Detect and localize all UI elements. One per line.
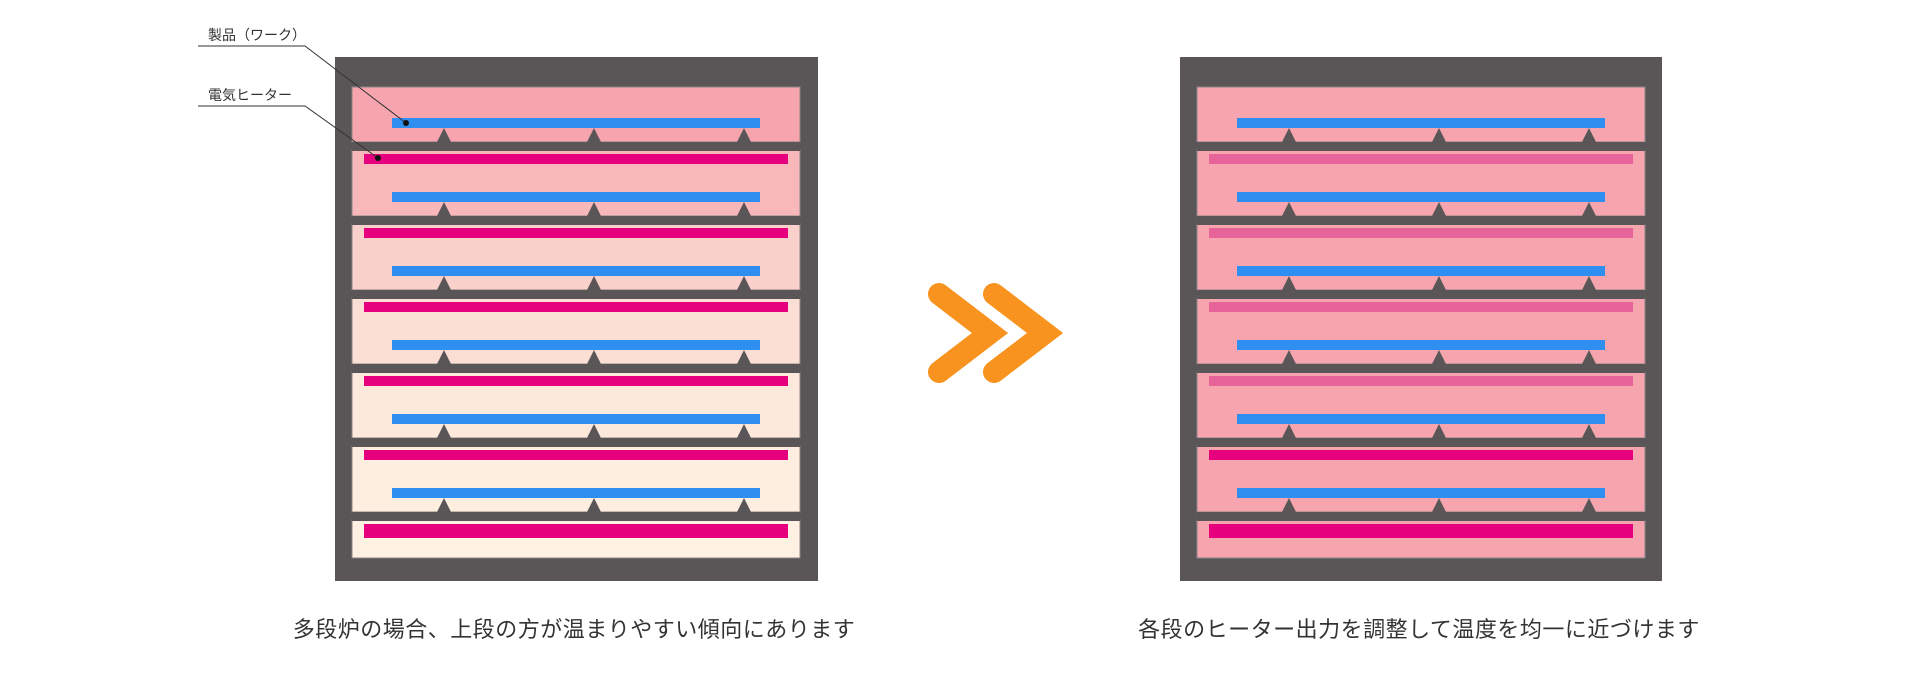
- left-support-1-3: [737, 128, 751, 142]
- right-support-1-3: [1582, 128, 1596, 142]
- right-shelf-6: [1197, 512, 1645, 521]
- left-support-6-3: [737, 498, 751, 512]
- left-shelf-5: [352, 438, 800, 447]
- product-leader-dot: [403, 120, 409, 126]
- left-product-5: [392, 414, 760, 424]
- left-support-2-3: [737, 202, 751, 216]
- caption-left: 多段炉の場合、上段の方が温まりやすい傾向にあります: [292, 618, 856, 643]
- right-support-3-2: [1432, 276, 1446, 290]
- right-support-1-2: [1432, 128, 1446, 142]
- right-shelf-1: [1197, 142, 1645, 151]
- left-heater-4: [364, 376, 788, 386]
- left-support-2-1: [437, 202, 451, 216]
- right-support-5-2: [1432, 424, 1446, 438]
- left-support-3-1: [437, 276, 451, 290]
- left-support-4-2: [587, 350, 601, 364]
- right-heater-7: [1209, 528, 1633, 538]
- right-heater-2: [1209, 228, 1633, 238]
- right-support-6-3: [1582, 498, 1596, 512]
- right-shelf-2: [1197, 216, 1645, 225]
- product-label: 製品（ワーク）: [208, 28, 306, 44]
- right-shelf-4: [1197, 364, 1645, 373]
- left-heater-1: [364, 154, 788, 164]
- double-chevron-arrow-icon: [928, 283, 1064, 383]
- caption-right: 各段のヒーター出力を調整して温度を均一に近づけます: [1138, 618, 1700, 643]
- left-zone-1: [351, 86, 801, 143]
- right-support-2-1: [1282, 202, 1296, 216]
- left-product-2: [392, 192, 760, 202]
- chevron-1: [928, 283, 1009, 383]
- right-product-3: [1237, 266, 1605, 276]
- left-support-4-3: [737, 350, 751, 364]
- left-support-5-3: [737, 424, 751, 438]
- left-support-1-1: [437, 128, 451, 142]
- right-support-4-3: [1582, 350, 1596, 364]
- left-shelf-1: [352, 142, 800, 151]
- left-product-6: [392, 488, 760, 498]
- left-support-3-2: [587, 276, 601, 290]
- left-shelf-2: [352, 216, 800, 225]
- left-heater-2: [364, 228, 788, 238]
- left-shelf-6: [352, 512, 800, 521]
- right-support-4-1: [1282, 350, 1296, 364]
- right-product-5: [1237, 414, 1605, 424]
- left-product-3: [392, 266, 760, 276]
- right-product-6: [1237, 488, 1605, 498]
- right-support-3-1: [1282, 276, 1296, 290]
- left-support-6-2: [587, 498, 601, 512]
- right-support-4-2: [1432, 350, 1446, 364]
- left-support-5-1: [437, 424, 451, 438]
- right-support-6-2: [1432, 498, 1446, 512]
- left-support-6-1: [437, 498, 451, 512]
- left-shelf-4: [352, 364, 800, 373]
- right-zone-1: [1196, 86, 1646, 143]
- right-heater-1: [1209, 154, 1633, 164]
- label-heater: 電気ヒーター: [198, 88, 381, 161]
- right-heater-5: [1209, 450, 1633, 460]
- left-product-1: [392, 118, 760, 128]
- right-support-2-2: [1432, 202, 1446, 216]
- right-heater-4: [1209, 376, 1633, 386]
- right-support-5-1: [1282, 424, 1296, 438]
- right-support-5-3: [1582, 424, 1596, 438]
- product-leader-line: [198, 45, 407, 124]
- right-support-6-1: [1282, 498, 1296, 512]
- right-support-2-3: [1582, 202, 1596, 216]
- furnace-right: [1180, 57, 1662, 581]
- left-support-5-2: [587, 424, 601, 438]
- right-shelf-3: [1197, 290, 1645, 299]
- heater-leader-dot: [375, 155, 381, 161]
- left-support-3-3: [737, 276, 751, 290]
- right-support-3-3: [1582, 276, 1596, 290]
- left-heater-3: [364, 302, 788, 312]
- right-product-4: [1237, 340, 1605, 350]
- left-heater-7: [364, 528, 788, 538]
- label-product: 製品（ワーク）: [198, 28, 409, 126]
- right-product-1: [1237, 118, 1605, 128]
- left-support-1-2: [587, 128, 601, 142]
- heater-leader-line: [198, 105, 379, 159]
- left-heater-5: [364, 450, 788, 460]
- left-product-4: [392, 340, 760, 350]
- chevron-2: [983, 283, 1064, 383]
- furnace-left: [335, 57, 818, 581]
- right-product-2: [1237, 192, 1605, 202]
- right-heater-3: [1209, 302, 1633, 312]
- left-support-4-1: [437, 350, 451, 364]
- right-support-1-1: [1282, 128, 1296, 142]
- heater-label: 電気ヒーター: [208, 88, 292, 104]
- left-support-2-2: [587, 202, 601, 216]
- right-shelf-5: [1197, 438, 1645, 447]
- left-shelf-3: [352, 290, 800, 299]
